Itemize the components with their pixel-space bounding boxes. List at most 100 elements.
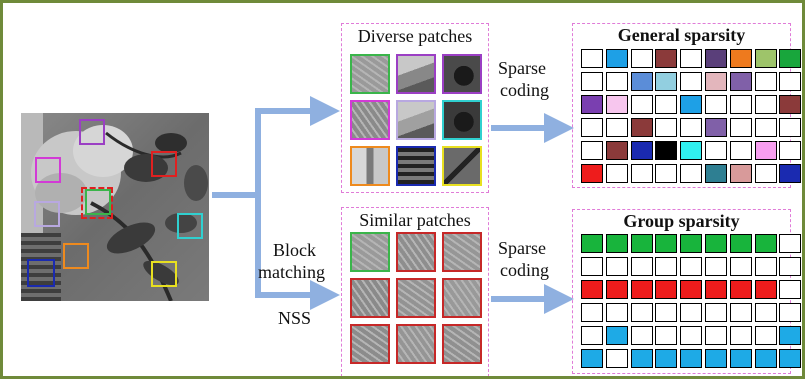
matrix-cell [605,141,628,160]
matrix-cell [605,257,628,276]
matrix-cell [754,303,777,322]
matrix-cell [655,303,678,322]
matrix-cell [680,326,703,345]
matrix-cell [705,49,727,68]
matrix-cell [705,257,727,276]
matrix-cell [754,72,777,91]
matrix-cell [605,280,628,299]
matrix-cell [630,326,653,345]
image-patch [442,100,482,140]
patch-box [34,201,60,227]
matrix-cell [705,326,727,345]
matrix-cell [729,303,752,322]
image-patch [350,100,390,140]
matrix-cell [630,118,653,137]
matrix-cell [779,95,802,114]
image-patch [396,146,436,186]
matrix-cell [581,257,603,276]
matrix-cell [630,95,653,114]
matrix-cell [680,257,703,276]
matrix-cell [729,141,752,160]
matrix-cell [655,280,678,299]
matrix-cell [655,141,678,160]
matrix-cell [754,257,777,276]
matrix-cell [779,326,802,345]
matrix-cell [630,49,653,68]
image-patch [350,54,390,94]
matrix-cell [779,349,802,368]
patch-box [27,259,55,287]
image-patch [350,146,390,186]
matrix-cell [630,349,653,368]
matrix-cell [680,95,703,114]
matrix-cell [581,118,603,137]
matrix-cell [655,257,678,276]
patch-box [151,151,177,177]
matrix-cell [605,349,628,368]
general-sparsity-panel: General sparsity [572,23,802,188]
matrix-cell [705,349,727,368]
image-patch [350,232,390,272]
image-patch [442,232,482,272]
matrix-cell [779,234,802,253]
matrix-cell [705,118,727,137]
image-patch [350,278,390,318]
matrix-cell [630,257,653,276]
patch-box [35,157,61,183]
image-patch [396,100,436,140]
matrix-cell [754,280,777,299]
diverse-patches-panel: Diverse patches [341,23,489,193]
matrix-cell [779,118,802,137]
matrix-cell [680,234,703,253]
matrix-cell [754,118,777,137]
matrix-cell [630,280,653,299]
matrix-cell [729,72,752,91]
matrix-cell [680,349,703,368]
matrix-cell [605,95,628,114]
matrix-cell [581,303,603,322]
matrix-cell [655,118,678,137]
matrix-cell [705,141,727,160]
image-patch [396,54,436,94]
matrix-cell [680,164,703,183]
matrix-cell [655,95,678,114]
sparse-label-bottom: Sparse [498,238,546,258]
patch-box [177,213,203,239]
image-patch [396,324,436,364]
matrix-cell [680,141,703,160]
matrix-cell [705,303,727,322]
matrix-cell [680,72,703,91]
diverse-patches-title: Diverse patches [357,26,473,46]
matrix-cell [655,49,678,68]
matrix-cell [729,49,752,68]
matrix-cell [581,72,603,91]
matrix-cell [581,234,603,253]
image-patch [350,324,390,364]
patch-box [151,261,177,287]
matrix-cell [581,326,603,345]
sparse-label-top: Sparse [498,58,546,78]
matrix-cell [729,257,752,276]
matching-label: matching [258,262,325,282]
matrix-cell [779,164,802,183]
matrix-cell [729,349,752,368]
matrix-cell [754,349,777,368]
group-sparsity-panel: Group sparsity [572,209,802,374]
matrix-cell [581,349,603,368]
matrix-cell [630,141,653,160]
matrix-cell [729,164,752,183]
coding-label-bottom: coding [500,260,549,280]
matrix-cell [630,164,653,183]
matrix-cell [754,326,777,345]
patch-box [79,119,105,145]
matrix-cell [729,118,752,137]
image-patch [396,232,436,272]
image-patch [442,324,482,364]
matrix-cell [581,164,603,183]
matrix-cell [605,326,628,345]
matrix-cell [754,95,777,114]
matrix-cell [705,164,727,183]
patch-box [85,189,111,215]
matrix-cell [705,234,727,253]
image-patch [442,54,482,94]
